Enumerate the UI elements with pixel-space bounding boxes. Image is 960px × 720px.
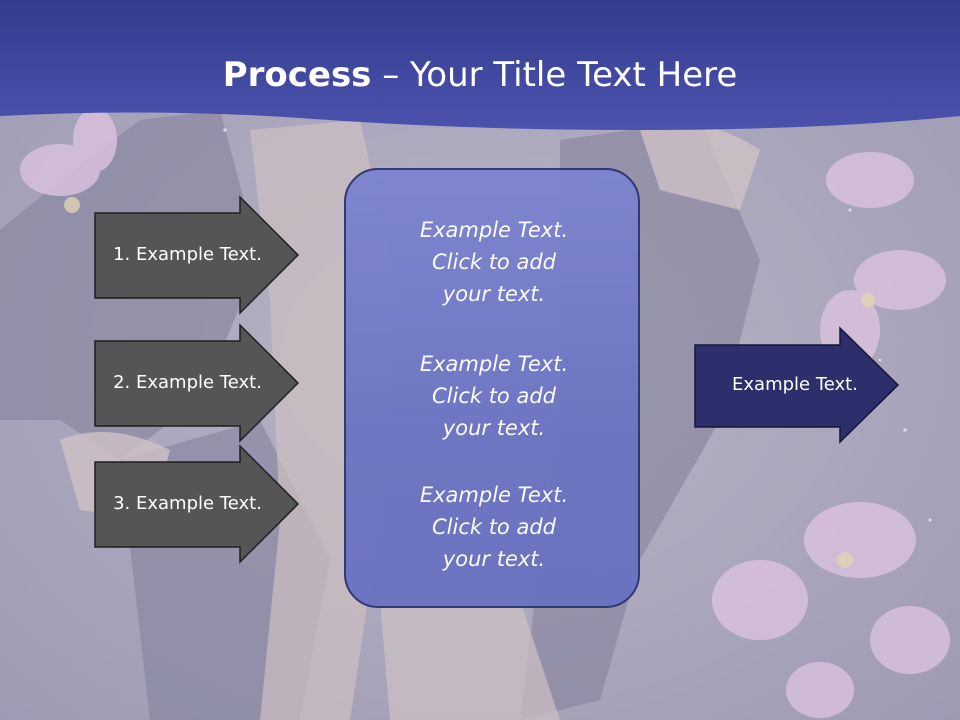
center-text-box[interactable]: Example Text. Click to add your text. Ex… [344, 168, 640, 608]
left-arrow-1-label: 1. Example Text. [113, 244, 262, 265]
center-paragraph-3: Example Text. Click to add your text. [346, 479, 642, 575]
center-paragraph-2: Example Text. Click to add your text. [346, 348, 642, 444]
center-paragraph-1: Example Text. Click to add your text. [346, 214, 642, 310]
page-title[interactable]: Process – Your Title Text Here [0, 55, 960, 95]
center-paragraph-2-line2: Click to add [431, 384, 556, 408]
center-paragraph-3-line2: Click to add [431, 515, 556, 539]
center-paragraph-1-line3: your text. [442, 282, 546, 306]
title-rest-part: – Your Title Text Here [371, 55, 738, 95]
left-arrow-1[interactable] [94, 195, 300, 315]
center-paragraph-1-line2: Click to add [431, 250, 556, 274]
right-arrow[interactable] [694, 326, 900, 444]
left-arrow-3-label: 3. Example Text. [113, 493, 262, 514]
right-arrow-label: Example Text. [732, 374, 858, 395]
left-arrow-2[interactable] [94, 323, 300, 443]
header-band [0, 0, 960, 130]
center-paragraph-2-line1: Example Text. [419, 352, 569, 376]
left-arrow-3[interactable] [94, 444, 300, 564]
center-paragraph-3-line1: Example Text. [419, 483, 569, 507]
center-paragraph-1-line1: Example Text. [419, 218, 569, 242]
left-arrow-2-label: 2. Example Text. [113, 372, 262, 393]
title-bold-part: Process [222, 55, 372, 95]
center-paragraph-2-line3: your text. [442, 416, 546, 440]
center-paragraph-3-line3: your text. [442, 547, 546, 571]
